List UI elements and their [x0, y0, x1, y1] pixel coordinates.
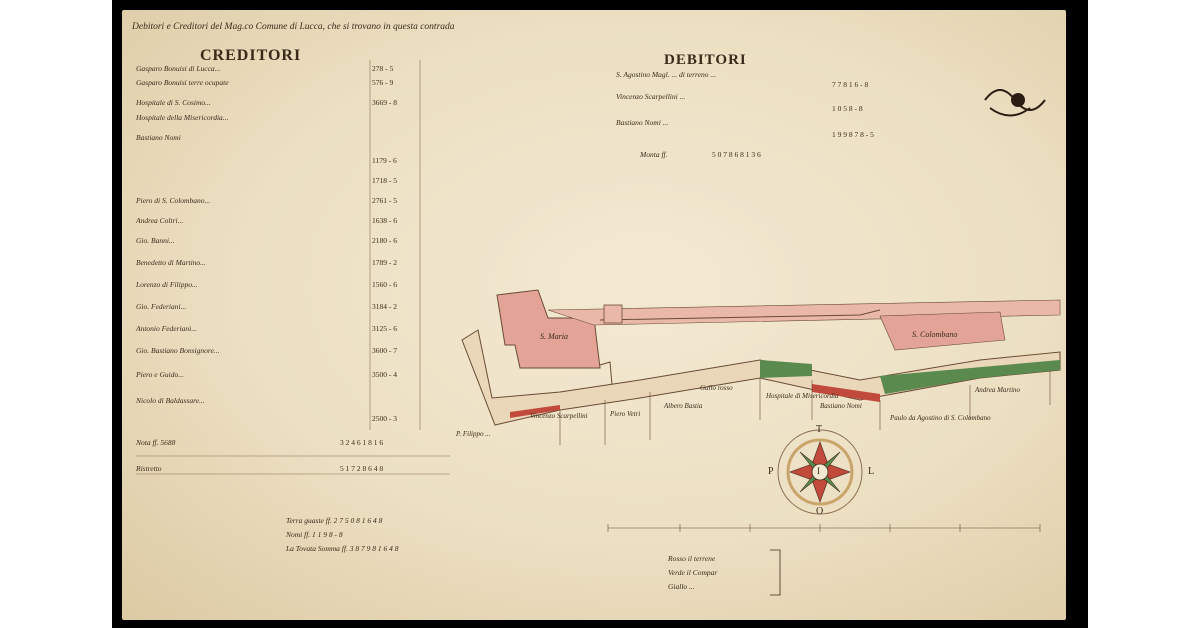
creditori-row-text: Lorenzo di Filippo...	[136, 280, 198, 289]
map-label-bastiano-nomi: Bastiano Nomi	[820, 402, 862, 410]
red-parcel	[510, 405, 560, 418]
tower-icon	[603, 304, 623, 324]
red-parcel	[812, 384, 880, 402]
creditori-row-text: Piero e Guido...	[136, 370, 184, 379]
creditori-row-value: 2761 - 5	[372, 196, 397, 205]
page-title: Debitori e Creditori del Mag.co Comune d…	[132, 22, 455, 32]
bottom-note: La Tovata Somma ff. 3 8 7 9 8 1 6 4 8	[286, 544, 399, 553]
debitori-heading: DEBITORI	[664, 52, 747, 68]
creditori-row-value: 1179 - 6	[372, 156, 397, 165]
creditori-heading: CREDITORI	[200, 47, 302, 64]
map-label-paulo-agostino: Paulo da Agostino di S. Colombano	[890, 414, 991, 422]
map-label-s-maria: S. Maria	[540, 332, 568, 341]
scale-bar	[607, 524, 1041, 532]
creditori-total-value: 5 1 7 2 8 6 4 8	[340, 464, 384, 473]
compass-rose	[777, 429, 863, 515]
map-label-albero-bastia: Albero Bastia	[664, 402, 703, 410]
map-label-andrea-martino: Andrea Martino	[975, 386, 1021, 394]
s-colombano-area	[879, 311, 1006, 351]
gate-line	[599, 361, 613, 386]
creditori-row-value: 1789 - 2	[372, 258, 397, 267]
creditori-row-value: 3600 - 7	[372, 346, 397, 355]
creditori-row-text: Gio. Federiani...	[136, 302, 187, 311]
map-label-piero-vetri: Piero Vetri	[610, 410, 641, 418]
creditori-row-text: Bastiano Nomi	[136, 133, 181, 142]
creditori-row-value: 2180 - 6	[372, 236, 397, 245]
map-label-hospitale-misericordia: Hospitale di Misericordia	[766, 392, 839, 400]
legend-bracket	[770, 549, 781, 596]
creditori-row-value: 278 - 5	[372, 64, 394, 73]
debitori-row-value: 5 0 7 8 6 8 1 3 6	[712, 150, 761, 159]
map-label-piero-filippo: P. Filippo ...	[456, 430, 491, 438]
creditori-row-value: 3500 - 4	[372, 370, 397, 379]
creditori-row-text: Andrea Coltri...	[136, 216, 184, 225]
compass-letter-east: L	[868, 466, 875, 477]
debitori-row-text: S. Agostino Magl. ... di terreno ...	[616, 70, 716, 79]
legend-item-green: Verde il Compar	[668, 568, 718, 577]
compass-letter-south: O	[816, 506, 824, 517]
creditori-total-text: Ristretto	[136, 464, 162, 473]
flourish-ornament	[984, 89, 1046, 117]
creditori-row-text: Gasparo Bonuisi terre ocupate	[136, 78, 229, 87]
compass-letter-north: T	[816, 424, 823, 435]
creditori-row-text: Gio. Banni...	[136, 236, 175, 245]
creditori-row-value: 1638 - 6	[372, 216, 397, 225]
debitori-row-text: Monta ff.	[640, 150, 668, 159]
creditori-row-value: 1560 - 6	[372, 280, 397, 289]
creditori-total-value: 3 2 4 6 1 8 1 6	[340, 438, 384, 447]
creditori-row-text: Benedetto di Martino...	[136, 258, 206, 267]
debitori-row-text: Bastiano Nomi ...	[616, 118, 669, 127]
creditori-row-text: Hospitale di S. Cosimo...	[136, 98, 211, 107]
creditori-row-text: Gasparo Bonuisi di Lucca...	[136, 64, 221, 73]
legend-item-red: Rosso il terrene	[668, 554, 716, 563]
parcel-dividers	[559, 370, 1051, 445]
creditori-row-text: Piero di S. Colombano...	[136, 196, 211, 205]
creditori-row-value: 2500 - 3	[372, 414, 397, 423]
debitori-row-value: 1 0 5 8 - 8	[832, 104, 863, 113]
creditori-row-value: 1718 - 5	[372, 176, 397, 185]
creditori-row-text: Nicolo di Baldassare...	[136, 396, 205, 405]
creditori-row-value: 3184 - 2	[372, 302, 397, 311]
wall-line	[599, 309, 881, 321]
bottom-note: Terra guaste ff. 2 7 5 0 8 1 6 4 8	[286, 516, 383, 525]
green-parcel	[760, 360, 812, 378]
creditori-row-value: 576 - 9	[372, 78, 394, 87]
compass-letter-west: P	[768, 466, 774, 477]
creditori-total-text: Nota ff. 5688	[136, 438, 176, 447]
compass-center: I	[817, 466, 820, 476]
creditori-row-value: 3669 - 8	[372, 98, 397, 107]
s-maria-area	[496, 289, 601, 369]
map-label-gallo-rosso: Gallo rosso	[700, 384, 733, 392]
bottom-note: Nomi ff. 1 1 9 8 - 8	[286, 530, 343, 539]
debitori-row-value: 1 9 9 8 7 8 - 5	[832, 130, 874, 139]
creditori-row-text: Antonio Federiani...	[136, 324, 197, 333]
debitori-row-value: 7 7 8 1 6 - 8	[832, 80, 869, 89]
creditori-row-value: 3125 - 6	[372, 324, 397, 333]
map-label-vincenzo-scarpellini: Vincenzo Scarpellini	[530, 412, 588, 420]
debitori-row-text: Vincenzo Scarpellini ...	[616, 92, 686, 101]
map-label-s-colombano: S. Colombano	[912, 330, 958, 339]
green-parcel	[880, 360, 1060, 394]
creditori-row-text: Gio. Bastiano Bonsignore...	[136, 346, 220, 355]
legend-item-yellow: Giallo ...	[668, 582, 695, 591]
creditori-row-text: Hospitale della Misericordia...	[136, 113, 229, 122]
